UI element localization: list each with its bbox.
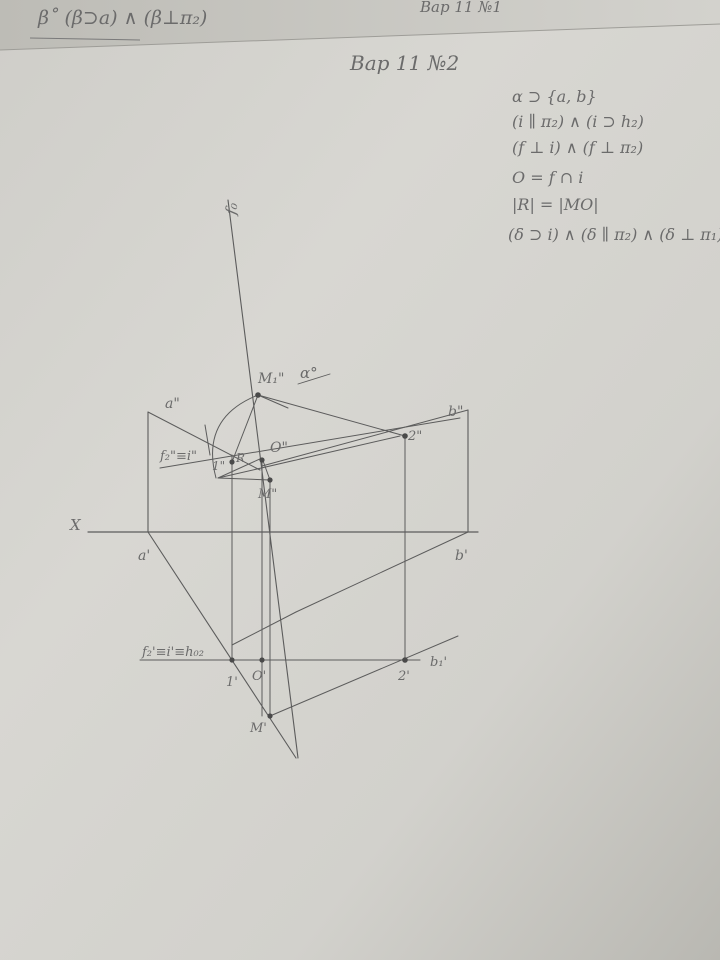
label-o1: O' [252,669,266,684]
label-h-line: f₂'≡i'≡h₀₂ [141,645,204,660]
b1-line [295,531,469,613]
condition-5: |R| = |MO| [512,195,599,214]
m1-tick [257,394,289,409]
alpha0-underline [297,373,331,385]
paper-sheet [0,24,720,960]
small-tri-c [217,477,271,481]
conditions-list: α ⊃ {a, b} (i ∥ π₂) ∧ (i ⊃ h₂) (f ⊥ i) ∧… [508,87,720,244]
variant-heading: Вар 11 №2 [349,51,459,75]
h2-line [159,417,461,469]
point-o2 [259,457,265,463]
label-1-1: 1' [226,675,238,690]
point-1-1 [229,657,235,663]
top-right-note: Вар 11 №1 [419,0,502,16]
arc-arrow [204,424,211,456]
a1-line [147,531,297,759]
condition-6: (δ ⊃ i) ∧ (δ ∥ π₂) ∧ (δ ⊥ π₁) [508,225,720,244]
condition-1: α ⊃ {a, b} [512,87,597,106]
point-o1 [259,657,265,663]
point-2-1 [402,657,408,663]
point-2-2 [402,433,408,439]
label-2-1: 2' [397,669,410,684]
label-a1: a' [138,548,150,564]
point-m1-2 [255,392,261,398]
m1-to-2 [257,394,406,437]
point-m1 [267,713,273,719]
label-m2: M" [257,487,277,502]
label-b1: b' [455,548,468,564]
top-scribble [29,37,141,41]
label-alpha0: α° [300,364,318,382]
label-x: X [69,516,82,534]
label-r: R [235,451,245,465]
label-o2: O" [270,440,288,456]
label-a2: a" [165,396,180,412]
m1-to-1 [231,394,259,463]
condition-2: (i ∥ π₂) ∧ (i ⊃ h₂) [512,112,644,131]
a2-line [147,411,261,471]
rotation-arc [212,394,259,479]
label-f2-i2: f₂"≡i" [159,449,197,464]
b1-ext [231,611,297,646]
label-f0: f₀ [222,201,242,217]
top-left-note: β˚ (β⊃a) ∧ (β⊥π₂) [37,7,207,29]
delta-line [227,199,299,759]
condition-4: O = f ∩ i [512,168,583,187]
label-m1-2: M₁" [257,371,284,387]
label-2-2: 2" [407,429,422,444]
small-tri-a [217,457,263,479]
projection-drawing: f₀ α° M₁" a" b" 2" O" f₂"≡i" 1" R M" X a… [69,199,479,759]
point-1-2 [229,459,235,465]
condition-3: (f ⊥ i) ∧ (f ⊥ π₂) [512,138,643,157]
b1-1-line [269,635,459,717]
label-b2: b" [448,404,463,420]
sheet-edge [0,23,720,51]
label-m1: M' [249,721,267,736]
b2-line [261,409,469,467]
label-1-2: 1" [212,459,225,473]
label-b1-1: b₁' [430,655,447,670]
f2-line [217,435,401,479]
point-m2 [267,477,273,483]
